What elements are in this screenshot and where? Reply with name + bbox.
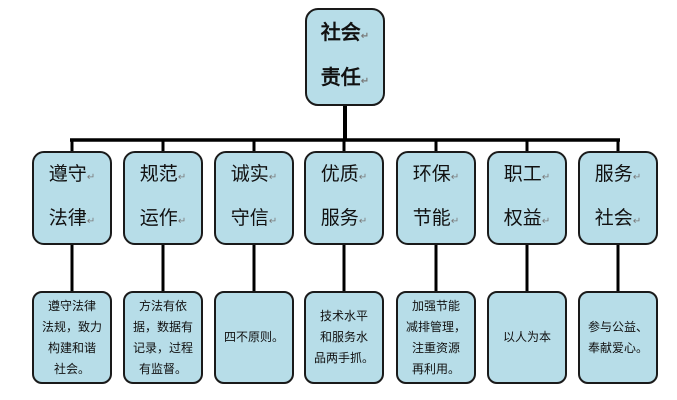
detail-node: 加强节能 减排管理， 注重资源 再利用。: [396, 291, 476, 384]
detail-node: 参与公益、 奉献爱心。: [578, 291, 658, 384]
category-line2: 法律: [48, 207, 87, 229]
root-node-social-responsibility: 社会↵责任↵: [305, 8, 385, 106]
detail-node: 以人为本: [487, 291, 567, 384]
detail-node: 方法有依 据，数据有 记录，过程 有监督。: [123, 291, 203, 384]
detail-node: 技术水平 和服务水 品两手抓。: [304, 291, 384, 384]
category-line1: 规范: [139, 163, 178, 185]
category-node: 诚实↵守信↵: [214, 151, 294, 245]
detail-node: 遵守法律 法规，致力 构建和谐 社会。: [32, 291, 112, 384]
detail-text: 方法有依 据，数据有 记录，过程 有监督。: [132, 298, 193, 376]
category-line2: 节能: [412, 207, 451, 229]
category-line1: 优质: [320, 163, 359, 185]
category-line2: 运作: [139, 207, 178, 229]
category-node: 优质↵服务↵: [304, 151, 384, 245]
root-line2: 责任: [320, 65, 361, 89]
root-line1: 社会: [320, 20, 361, 44]
category-line1: 服务: [594, 163, 633, 185]
category-line2: 服务: [320, 207, 359, 229]
category-line1: 环保: [412, 163, 451, 185]
category-line2: 守信: [230, 207, 269, 229]
detail-node: 四不原则。: [214, 291, 294, 384]
category-node: 规范↵运作↵: [123, 151, 203, 245]
detail-text: 技术水平 和服务水 品两手抓。: [313, 309, 374, 365]
category-node: 遵守↵法律↵: [32, 151, 112, 245]
category-node: 职工↵权益↵: [487, 151, 567, 245]
category-line1: 职工: [503, 163, 542, 185]
detail-text: 以人为本: [502, 330, 551, 344]
detail-text: 加强节能 减排管理， 注重资源 再利用。: [405, 298, 466, 376]
detail-text: 遵守法律 法规，致力 构建和谐 社会。: [41, 298, 102, 376]
category-node: 环保↵节能↵: [396, 151, 476, 245]
category-line1: 遵守: [48, 163, 87, 185]
category-line1: 诚实: [230, 163, 269, 185]
detail-text: 四不原则。: [223, 330, 284, 344]
detail-text: 参与公益、 奉献爱心。: [587, 319, 648, 355]
category-line2: 社会: [594, 207, 633, 229]
category-node: 服务↵社会↵: [578, 151, 658, 245]
category-line2: 权益: [503, 207, 542, 229]
